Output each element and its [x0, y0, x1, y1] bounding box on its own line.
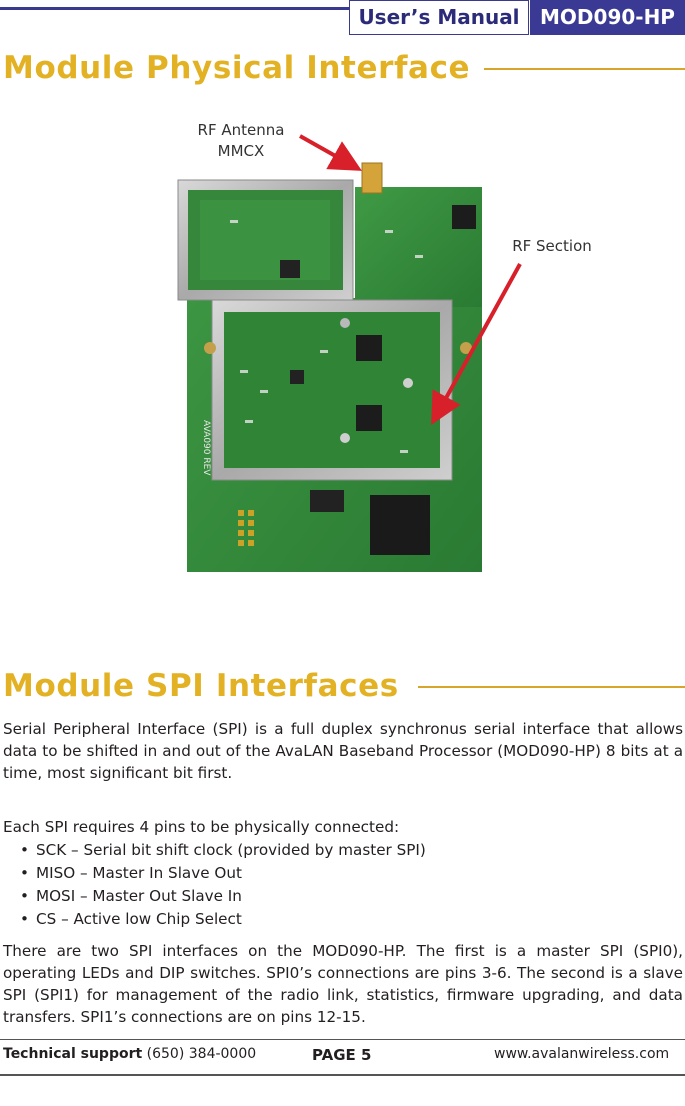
- list-item: •MOSI – Master Out Slave In: [20, 887, 242, 905]
- callout-antenna-line2: MMCX: [217, 142, 265, 160]
- title-rule: [484, 68, 685, 70]
- page-number: PAGE 5: [312, 1046, 372, 1064]
- photo-marking: AVA090 REV: [201, 420, 211, 476]
- website-link[interactable]: www.avalanwireless.com: [494, 1046, 670, 1062]
- spi-details-paragraph: There are two SPI interfaces on the MOD0…: [3, 942, 683, 1026]
- spi-pins-intro: Each SPI requires 4 pins to be physicall…: [3, 818, 400, 836]
- footer-rule: [0, 1039, 685, 1040]
- callout-antenna-line1: RF Antenna: [197, 121, 285, 139]
- list-item: •CS – Active low Chip Select: [20, 910, 242, 928]
- section-title-physical-interface: Module Physical Interface: [3, 50, 471, 86]
- header-rule: [0, 7, 350, 10]
- support-phone: (650) 384-0000: [146, 1046, 257, 1062]
- callout-rf-antenna: RF Antenna MMCX: [186, 120, 296, 162]
- footer-bottom-rule: [0, 1074, 685, 1076]
- list-item: •SCK – Serial bit shift clock (provided …: [20, 841, 426, 859]
- spi-pin-list: •SCK – Serial bit shift clock (provided …: [18, 839, 426, 931]
- manual-label: User’s Manual: [349, 0, 529, 35]
- callout-rf-section: RF Section: [512, 237, 592, 255]
- support-label: Technical support: [3, 1046, 143, 1062]
- tech-support: Technical support (650) 384-0000: [3, 1046, 256, 1062]
- section-title-spi-interfaces: Module SPI Interfaces: [3, 668, 399, 704]
- model-label: MOD090-HP: [530, 0, 685, 35]
- spi-intro-paragraph: Serial Peripheral Interface (SPI) is a f…: [3, 720, 683, 782]
- module-photo: AVA090 REV: [170, 160, 490, 572]
- title-rule: [418, 686, 685, 688]
- list-item: •MISO – Master In Slave Out: [20, 864, 242, 882]
